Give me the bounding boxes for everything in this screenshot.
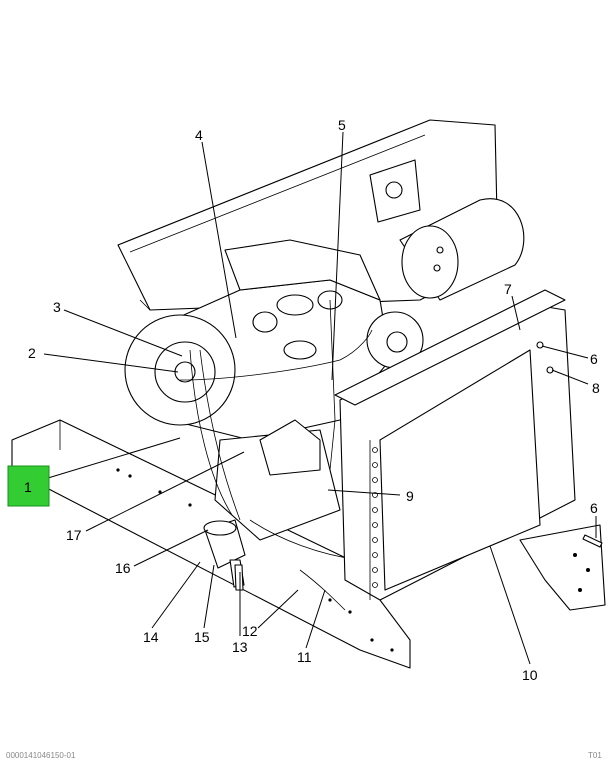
- callout-8[interactable]: 8: [592, 380, 600, 396]
- leader-5: [331, 131, 344, 381]
- engine-assembly-art: [11, 119, 606, 669]
- callout-5[interactable]: 5: [338, 117, 346, 133]
- leader-3: [63, 309, 183, 357]
- callout-14[interactable]: 14: [143, 629, 159, 645]
- callout-17[interactable]: 17: [66, 527, 82, 543]
- callout-1[interactable]: 1: [24, 479, 32, 495]
- callout-16[interactable]: 16: [115, 560, 131, 576]
- leader-2: [43, 353, 179, 373]
- callout-4[interactable]: 4: [195, 127, 203, 143]
- callout-12[interactable]: 12: [242, 623, 258, 639]
- footer-doc-id: 0000141046150-01: [6, 751, 76, 760]
- leader-7: [511, 295, 521, 331]
- callout-6a[interactable]: 6: [590, 351, 598, 367]
- footer-sheet-code: T01: [588, 751, 602, 760]
- leader-8: [551, 369, 589, 385]
- leader-1: [47, 437, 181, 479]
- leader-4: [201, 141, 237, 339]
- callout-13[interactable]: 13: [232, 639, 248, 655]
- leader-15: [203, 564, 215, 629]
- callout-labels: 1 2 3 4 5 6 6 7 8 9 10 11 12 13 14 15 16…: [24, 117, 600, 683]
- leader-6a: [541, 345, 589, 359]
- callout-9[interactable]: 9: [406, 488, 414, 504]
- leader-10: [489, 545, 531, 665]
- leader-12: [257, 589, 299, 629]
- callout-7[interactable]: 7: [504, 281, 512, 297]
- callout-11[interactable]: 11: [297, 649, 312, 665]
- callout-6b[interactable]: 6: [590, 500, 598, 516]
- callout-3[interactable]: 3: [53, 299, 61, 315]
- leader-14: [151, 561, 201, 629]
- leader-lines: [43, 131, 597, 665]
- callout-15[interactable]: 15: [194, 629, 210, 645]
- highlight-box-callout-1[interactable]: [7, 465, 50, 507]
- callout-2[interactable]: 2: [28, 345, 36, 361]
- callout-10[interactable]: 10: [522, 667, 538, 683]
- leader-9: [327, 489, 401, 496]
- leader-16: [133, 529, 209, 567]
- leader-17: [85, 451, 245, 532]
- leader-11: [305, 589, 326, 649]
